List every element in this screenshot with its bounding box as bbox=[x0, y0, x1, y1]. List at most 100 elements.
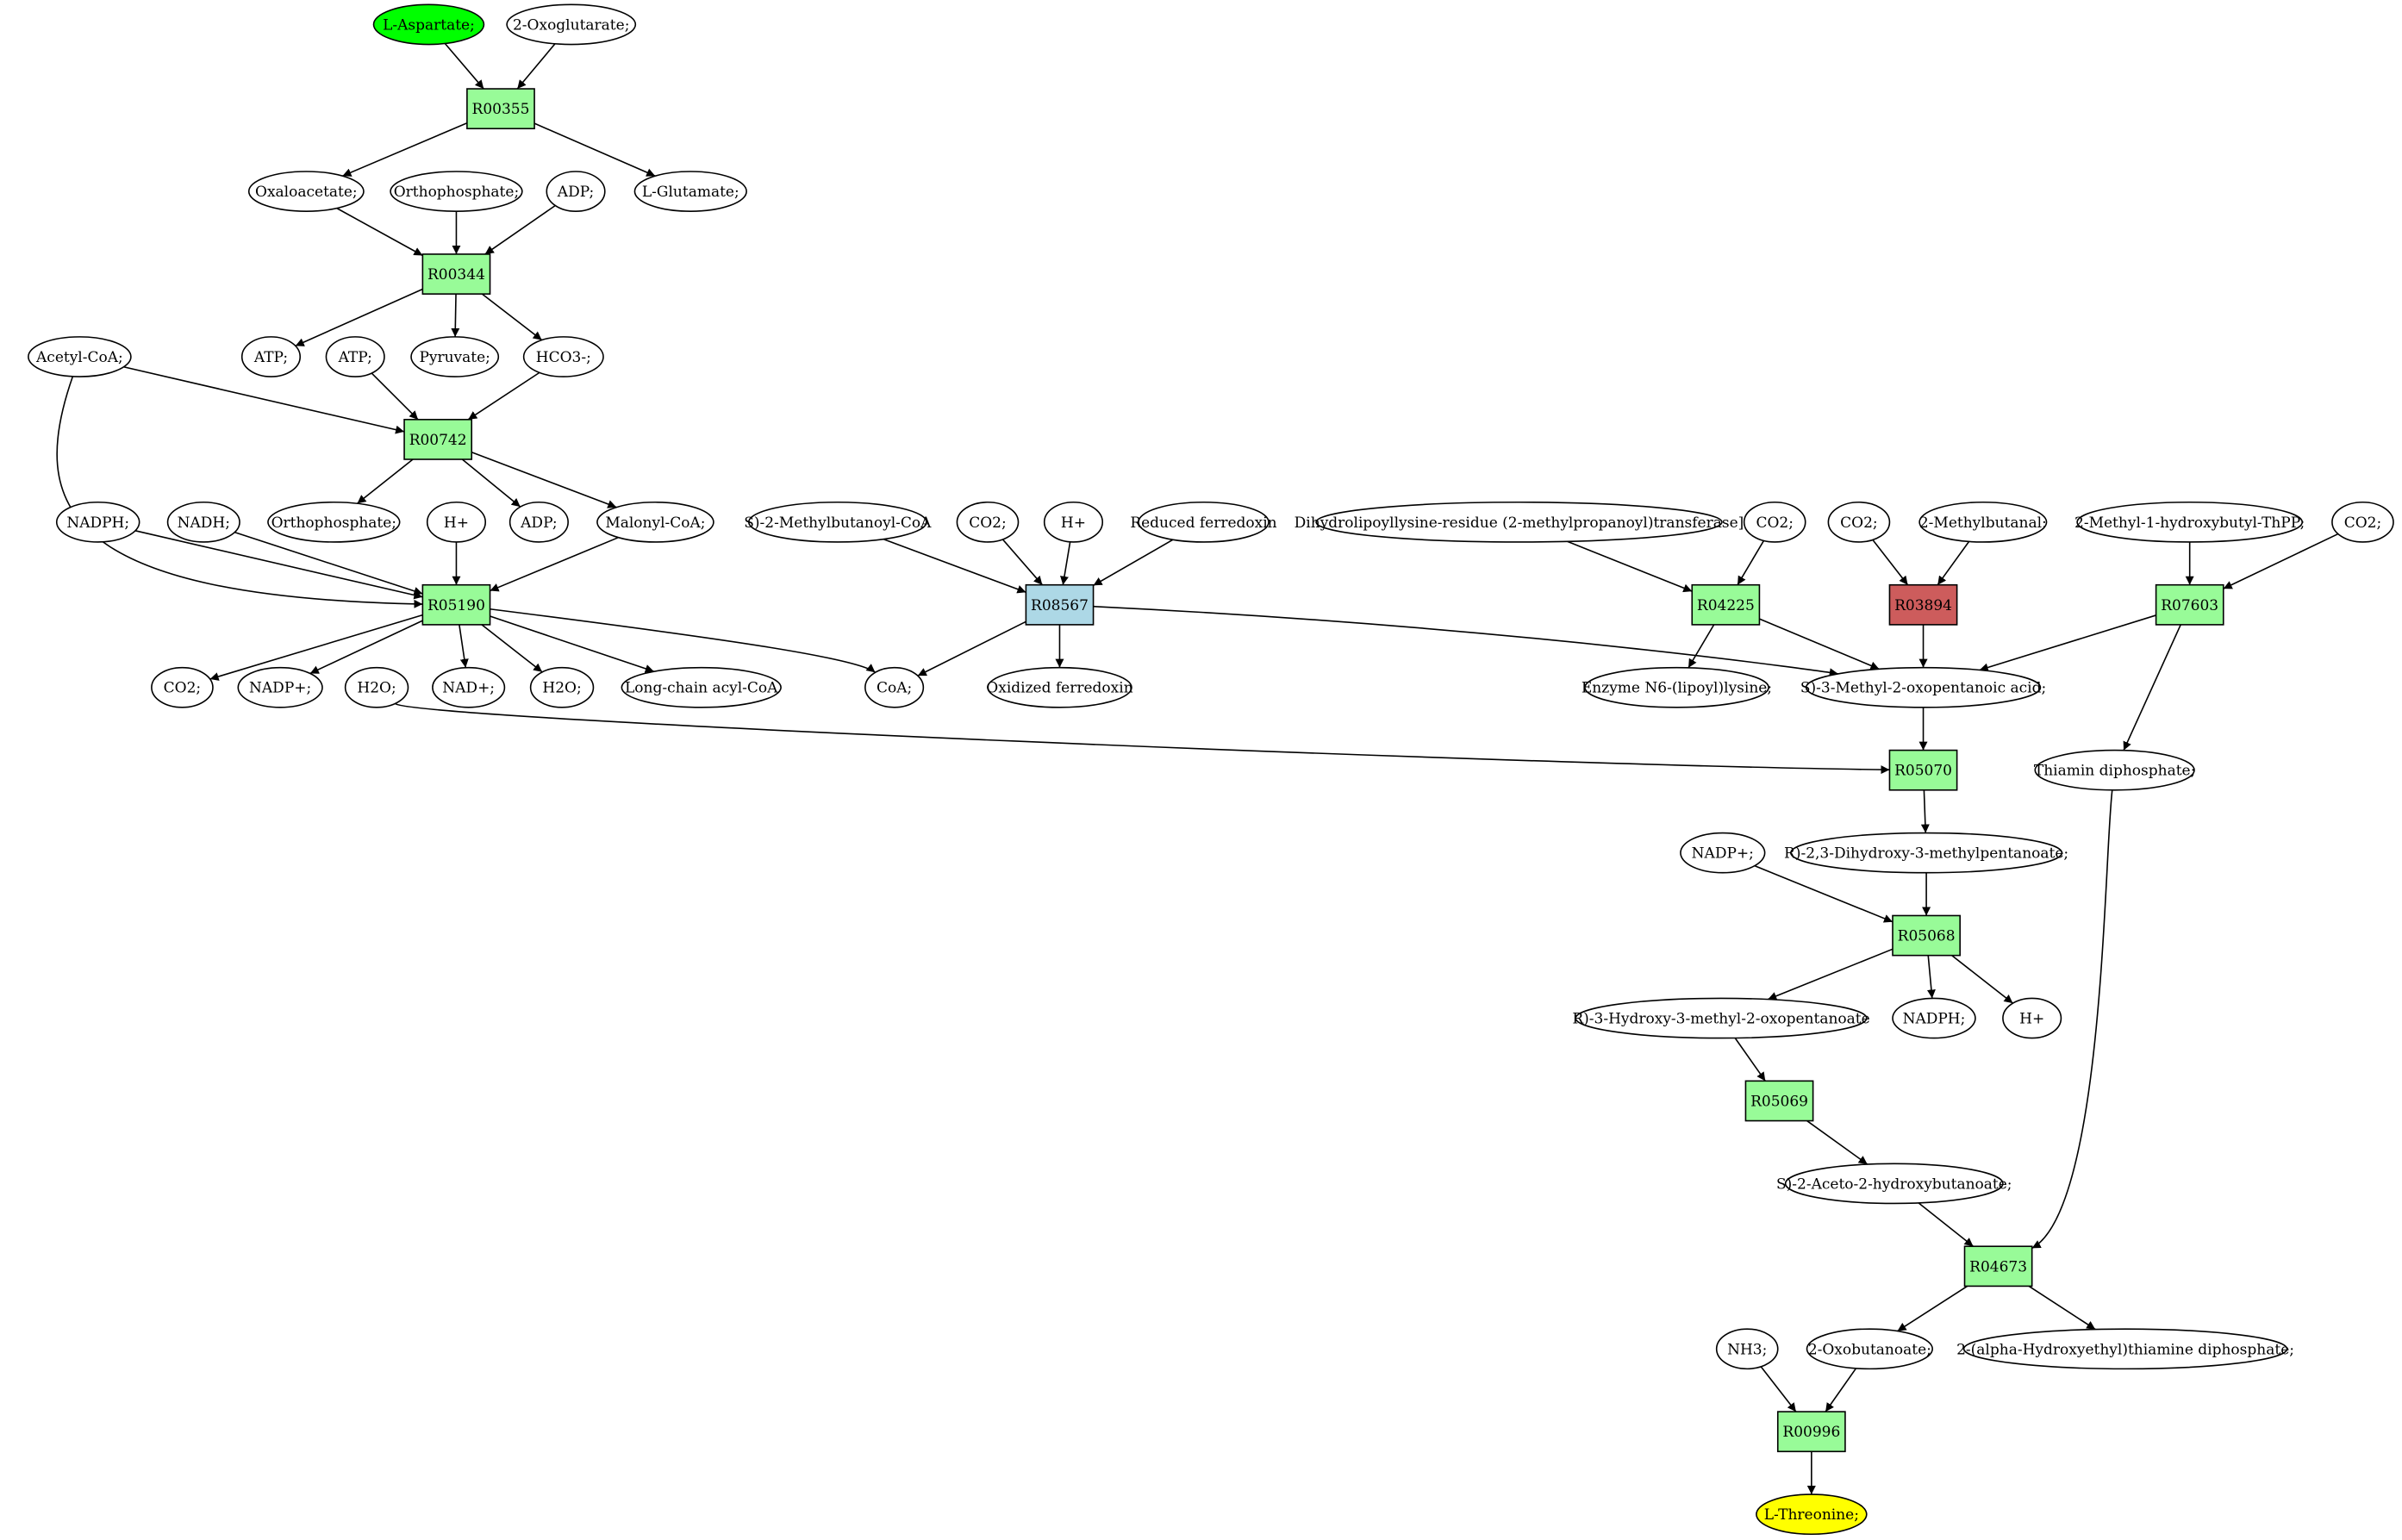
compound-node-hydroxymethyl: R)-3-Hydroxy-3-methyl-2-oxopentanoate bbox=[1572, 997, 1870, 1039]
edge-r00355-to-oxaloacetate bbox=[342, 122, 468, 177]
node-label: NADPH; bbox=[66, 514, 129, 532]
compound-node-co2b: CO2; bbox=[956, 501, 1020, 543]
compound-ellipse bbox=[247, 171, 365, 212]
edge-r05069-to-acetohydroxy bbox=[1806, 1119, 1869, 1165]
compound-node-nadh: NADH; bbox=[166, 501, 240, 543]
compound-node-orthophosphate2: Orthophosphate; bbox=[267, 501, 401, 543]
compound-ellipse bbox=[151, 666, 214, 708]
reaction-box bbox=[1691, 583, 1761, 626]
compound-node-adp2: ADP; bbox=[508, 501, 569, 543]
compound-ellipse bbox=[432, 666, 506, 708]
edge-nadph1-to-r05190 bbox=[134, 530, 423, 600]
node-label: 2-Oxoglutarate; bbox=[513, 16, 629, 34]
node-label: NADP+; bbox=[249, 680, 311, 697]
edge-oxaloacetate-to-r00344 bbox=[336, 207, 423, 257]
edge-methylbutanal-to-r03894 bbox=[1937, 540, 1970, 586]
reaction-node-r00996: R00996 bbox=[1776, 1411, 1846, 1453]
compound-node-aspartate: L-Aspartate; bbox=[372, 3, 485, 46]
compound-node-malonylcoa: Malonyl-CoA; bbox=[596, 501, 714, 543]
reaction-node-r05070: R05070 bbox=[1888, 749, 1958, 791]
node-label: R)-2,3-Dihydroxy-3-methylpentanoate; bbox=[1784, 845, 2068, 863]
compound-ellipse bbox=[1680, 832, 1766, 874]
compound-ellipse bbox=[1790, 832, 2063, 874]
compound-ellipse bbox=[956, 501, 1020, 543]
edge-r05190-to-coa bbox=[490, 608, 877, 673]
compound-node-oxobutanoate: 2-Oxobutanoate; bbox=[1806, 1328, 1933, 1370]
edge-r04225-to-oxopentanoic bbox=[1759, 618, 1880, 670]
nodes: L-Aspartate;2-Oxoglutarate;R00355Oxaloac… bbox=[28, 3, 2394, 1536]
node-label: CO2; bbox=[2344, 514, 2382, 532]
edge-r00742-to-orthophosphate2 bbox=[357, 458, 414, 504]
compound-ellipse bbox=[546, 171, 606, 212]
reaction-box bbox=[1963, 1245, 2033, 1287]
reaction-box bbox=[1025, 583, 1095, 626]
node-label: R03894 bbox=[1894, 597, 1952, 614]
edge-nadp2-to-r05068 bbox=[1754, 864, 1894, 923]
node-label: R)-3-Hydroxy-3-methyl-2-oxopentanoate bbox=[1572, 1011, 1869, 1028]
node-label: ADP; bbox=[557, 184, 594, 201]
edge-co2d-to-r03894 bbox=[1872, 539, 1909, 586]
edge-acetohydroxy-to-r04673 bbox=[1918, 1202, 1975, 1247]
edge-adp1-to-r00344 bbox=[484, 204, 556, 255]
compound-ellipse bbox=[748, 501, 927, 543]
edge-r05190-to-nad bbox=[459, 624, 469, 668]
node-label: Malonyl-CoA; bbox=[605, 514, 705, 532]
compound-ellipse bbox=[1584, 666, 1769, 708]
edge-oxobutanoate-to-r00996 bbox=[1825, 1368, 1857, 1412]
node-label: NAD+; bbox=[442, 680, 495, 697]
node-label: R07603 bbox=[2161, 597, 2218, 614]
edge-r07603-to-oxopentanoic bbox=[1979, 614, 2156, 672]
node-label: L-Glutamate; bbox=[642, 184, 739, 201]
compound-ellipse bbox=[1827, 501, 1891, 543]
node-label: H2O; bbox=[357, 680, 396, 697]
compound-node-hplus2: H+ bbox=[1043, 501, 1104, 543]
compound-node-hplus1: H+ bbox=[426, 501, 487, 543]
edge-hplus2-to-r08567 bbox=[1060, 541, 1071, 585]
compound-ellipse bbox=[506, 3, 637, 46]
edge-r04673-to-hydroxyethylthpp bbox=[2028, 1285, 2096, 1331]
compound-node-co2c: CO2; bbox=[1743, 501, 1806, 543]
compound-node-nh3: NH3; bbox=[1715, 1328, 1779, 1370]
compound-node-nadp2: NADP+; bbox=[1680, 832, 1766, 874]
compound-node-hco3: HCO3-; bbox=[522, 336, 604, 377]
compound-ellipse bbox=[240, 336, 302, 377]
node-label: Orthophosphate; bbox=[271, 514, 396, 532]
edge-r05190-to-nadp1 bbox=[309, 620, 423, 675]
compound-node-co2d: CO2; bbox=[1827, 501, 1891, 543]
node-label: Enzyme N6-(lipoyl)lysine; bbox=[1582, 680, 1772, 697]
node-label: R05190 bbox=[427, 597, 485, 614]
reaction-box bbox=[1888, 749, 1958, 791]
reaction-node-r05069: R05069 bbox=[1744, 1080, 1814, 1122]
reaction-box bbox=[421, 253, 491, 295]
node-label: Dihydrolipoyllysine-residue (2-methylpro… bbox=[1295, 514, 1744, 532]
compound-ellipse bbox=[529, 666, 595, 708]
compound-ellipse bbox=[1892, 997, 1976, 1039]
node-label: NADP+; bbox=[1692, 845, 1754, 863]
node-label: CO2; bbox=[969, 514, 1007, 532]
node-label: CoA; bbox=[877, 680, 912, 697]
compound-ellipse bbox=[344, 666, 409, 708]
compound-node-orthophosphate1: Orthophosphate; bbox=[390, 171, 523, 212]
reaction-node-r07603: R07603 bbox=[2155, 583, 2224, 626]
compound-node-nadp1: NADP+; bbox=[237, 666, 323, 708]
compound-node-hydroxyethylthpp: 2-(alpha-Hydroxyethyl)thiamine diphospha… bbox=[1956, 1328, 2294, 1370]
compound-ellipse bbox=[325, 336, 385, 377]
edge-r00742-to-adp2 bbox=[461, 458, 521, 508]
node-label: Oxidized ferredoxin bbox=[986, 680, 1132, 697]
edge-r05068-to-nadph2 bbox=[1926, 955, 1936, 999]
node-label: S)-2-Aceto-2-hydroxybutanoate; bbox=[1776, 1175, 2012, 1193]
compound-ellipse bbox=[267, 501, 401, 543]
node-label: R08567 bbox=[1031, 597, 1089, 614]
compound-node-threonine: L-Threonine; bbox=[1756, 1493, 1868, 1536]
node-label: H+ bbox=[2019, 1011, 2044, 1028]
compound-ellipse bbox=[28, 336, 132, 377]
node-label: NADH; bbox=[178, 514, 230, 532]
edge-nh3-to-r00996 bbox=[1760, 1366, 1797, 1412]
node-label: CO2; bbox=[1756, 514, 1794, 532]
node-label: S)-2-Methylbutanoyl-CoA bbox=[744, 514, 932, 532]
edge-hco3-to-r00742 bbox=[467, 371, 540, 421]
compound-node-dihydrolipoyllysine: Dihydrolipoyllysine-residue (2-methylpro… bbox=[1295, 501, 1744, 543]
edge-co2b-to-r08567 bbox=[1001, 539, 1043, 586]
node-label: ADP; bbox=[520, 514, 557, 532]
node-label: R04225 bbox=[1697, 597, 1755, 614]
